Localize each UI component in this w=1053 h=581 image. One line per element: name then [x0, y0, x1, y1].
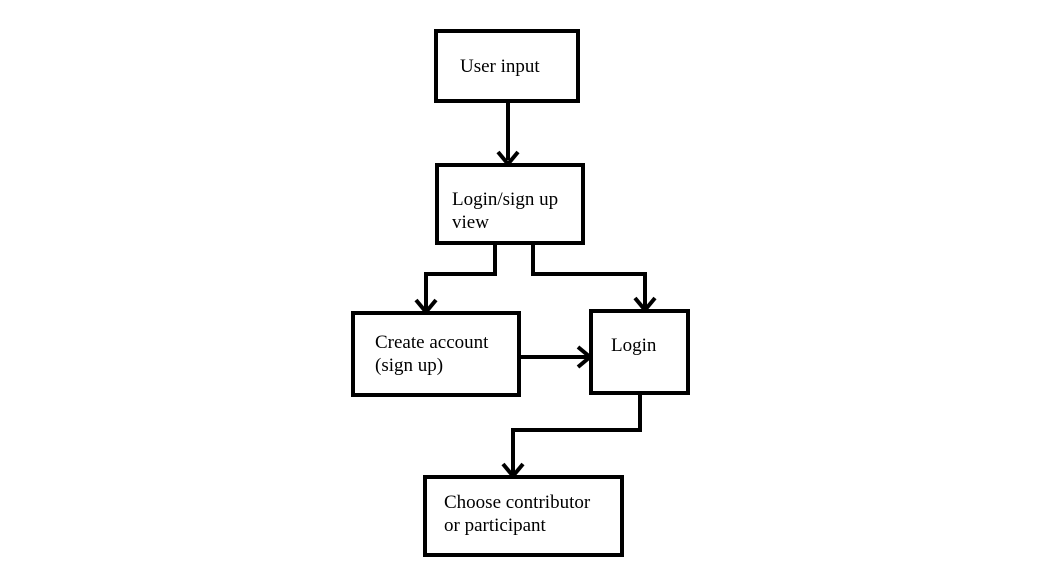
- node-login-signup-view-label-line-2: view: [452, 212, 489, 233]
- node-login-signup-view: Login/sign up view: [435, 163, 585, 245]
- edge-login-signup-view-to-create-account: [424, 245, 497, 309]
- edge-login-to-choose-role: [511, 395, 642, 473]
- node-login-signup-view-label-line-1: Login/sign up: [452, 189, 559, 210]
- node-create-account-label-line-1: Create account: [375, 332, 489, 353]
- node-user-input: User input: [434, 29, 580, 103]
- node-create-account-label-line-2: (sign up): [375, 355, 444, 376]
- node-choose-role-label-line-1: Choose contributor: [444, 492, 591, 513]
- edge-login-signup-view-to-login: [531, 245, 647, 307]
- node-login: Login: [589, 309, 690, 395]
- node-user-input-label-line-1: User input: [460, 56, 540, 77]
- node-create-account: Create account (sign up): [351, 311, 521, 397]
- node-choose-role-label-line-2: or participant: [444, 515, 546, 536]
- node-choose-role: Choose contributor or participant: [423, 475, 624, 557]
- node-login-label-line-1: Login: [611, 335, 657, 356]
